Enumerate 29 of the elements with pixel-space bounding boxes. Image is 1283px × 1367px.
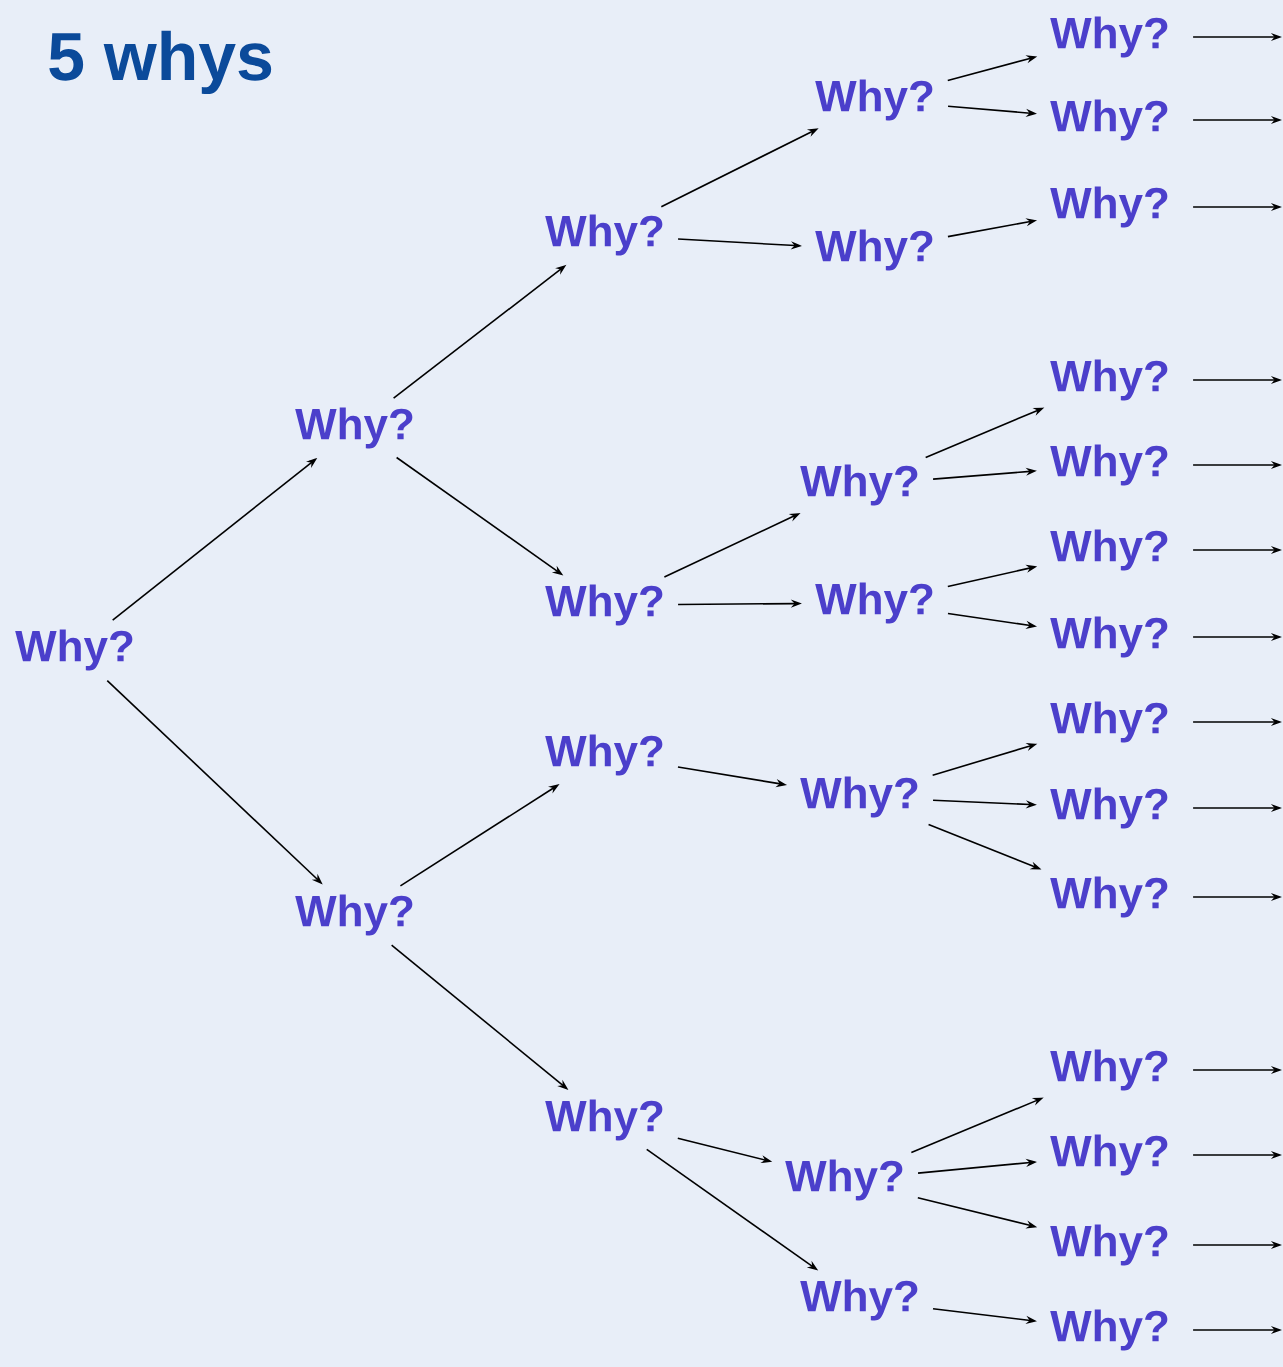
why-label: Why? <box>785 1159 903 1201</box>
title: 5 whys <box>49 30 272 95</box>
why-label: Why? <box>815 79 933 121</box>
why-label: Why? <box>1050 701 1168 743</box>
why-label: Why? <box>800 1279 918 1321</box>
why-label: Why? <box>1050 1049 1168 1091</box>
why-label: Why? <box>1050 787 1168 829</box>
why-label: Why? <box>295 894 413 936</box>
why-label: Why? <box>800 776 918 818</box>
why-label: Why? <box>1050 1309 1168 1351</box>
why-label: Why? <box>815 229 933 271</box>
why-label: Why? <box>1050 99 1168 141</box>
why-label: Why? <box>1050 529 1168 571</box>
why-label: Why? <box>545 734 663 776</box>
why-label: Why? <box>1050 876 1168 918</box>
why-label: Why? <box>815 582 933 624</box>
why-label: Why? <box>545 1099 663 1141</box>
why-label: Why? <box>1050 186 1168 228</box>
why-label: Why? <box>545 584 663 626</box>
why-label: Why? <box>15 629 133 671</box>
why-label: Why? <box>295 407 413 449</box>
why-label: Why? <box>1050 1224 1168 1266</box>
why-label: Why? <box>1050 16 1168 58</box>
why-label: Why? <box>545 214 663 256</box>
why-label: Why? <box>1050 444 1168 486</box>
why-label: Why? <box>1050 1134 1168 1176</box>
why-label: Why? <box>800 464 918 506</box>
why-label: Why? <box>1050 616 1168 658</box>
why-label: Why? <box>1050 359 1168 401</box>
